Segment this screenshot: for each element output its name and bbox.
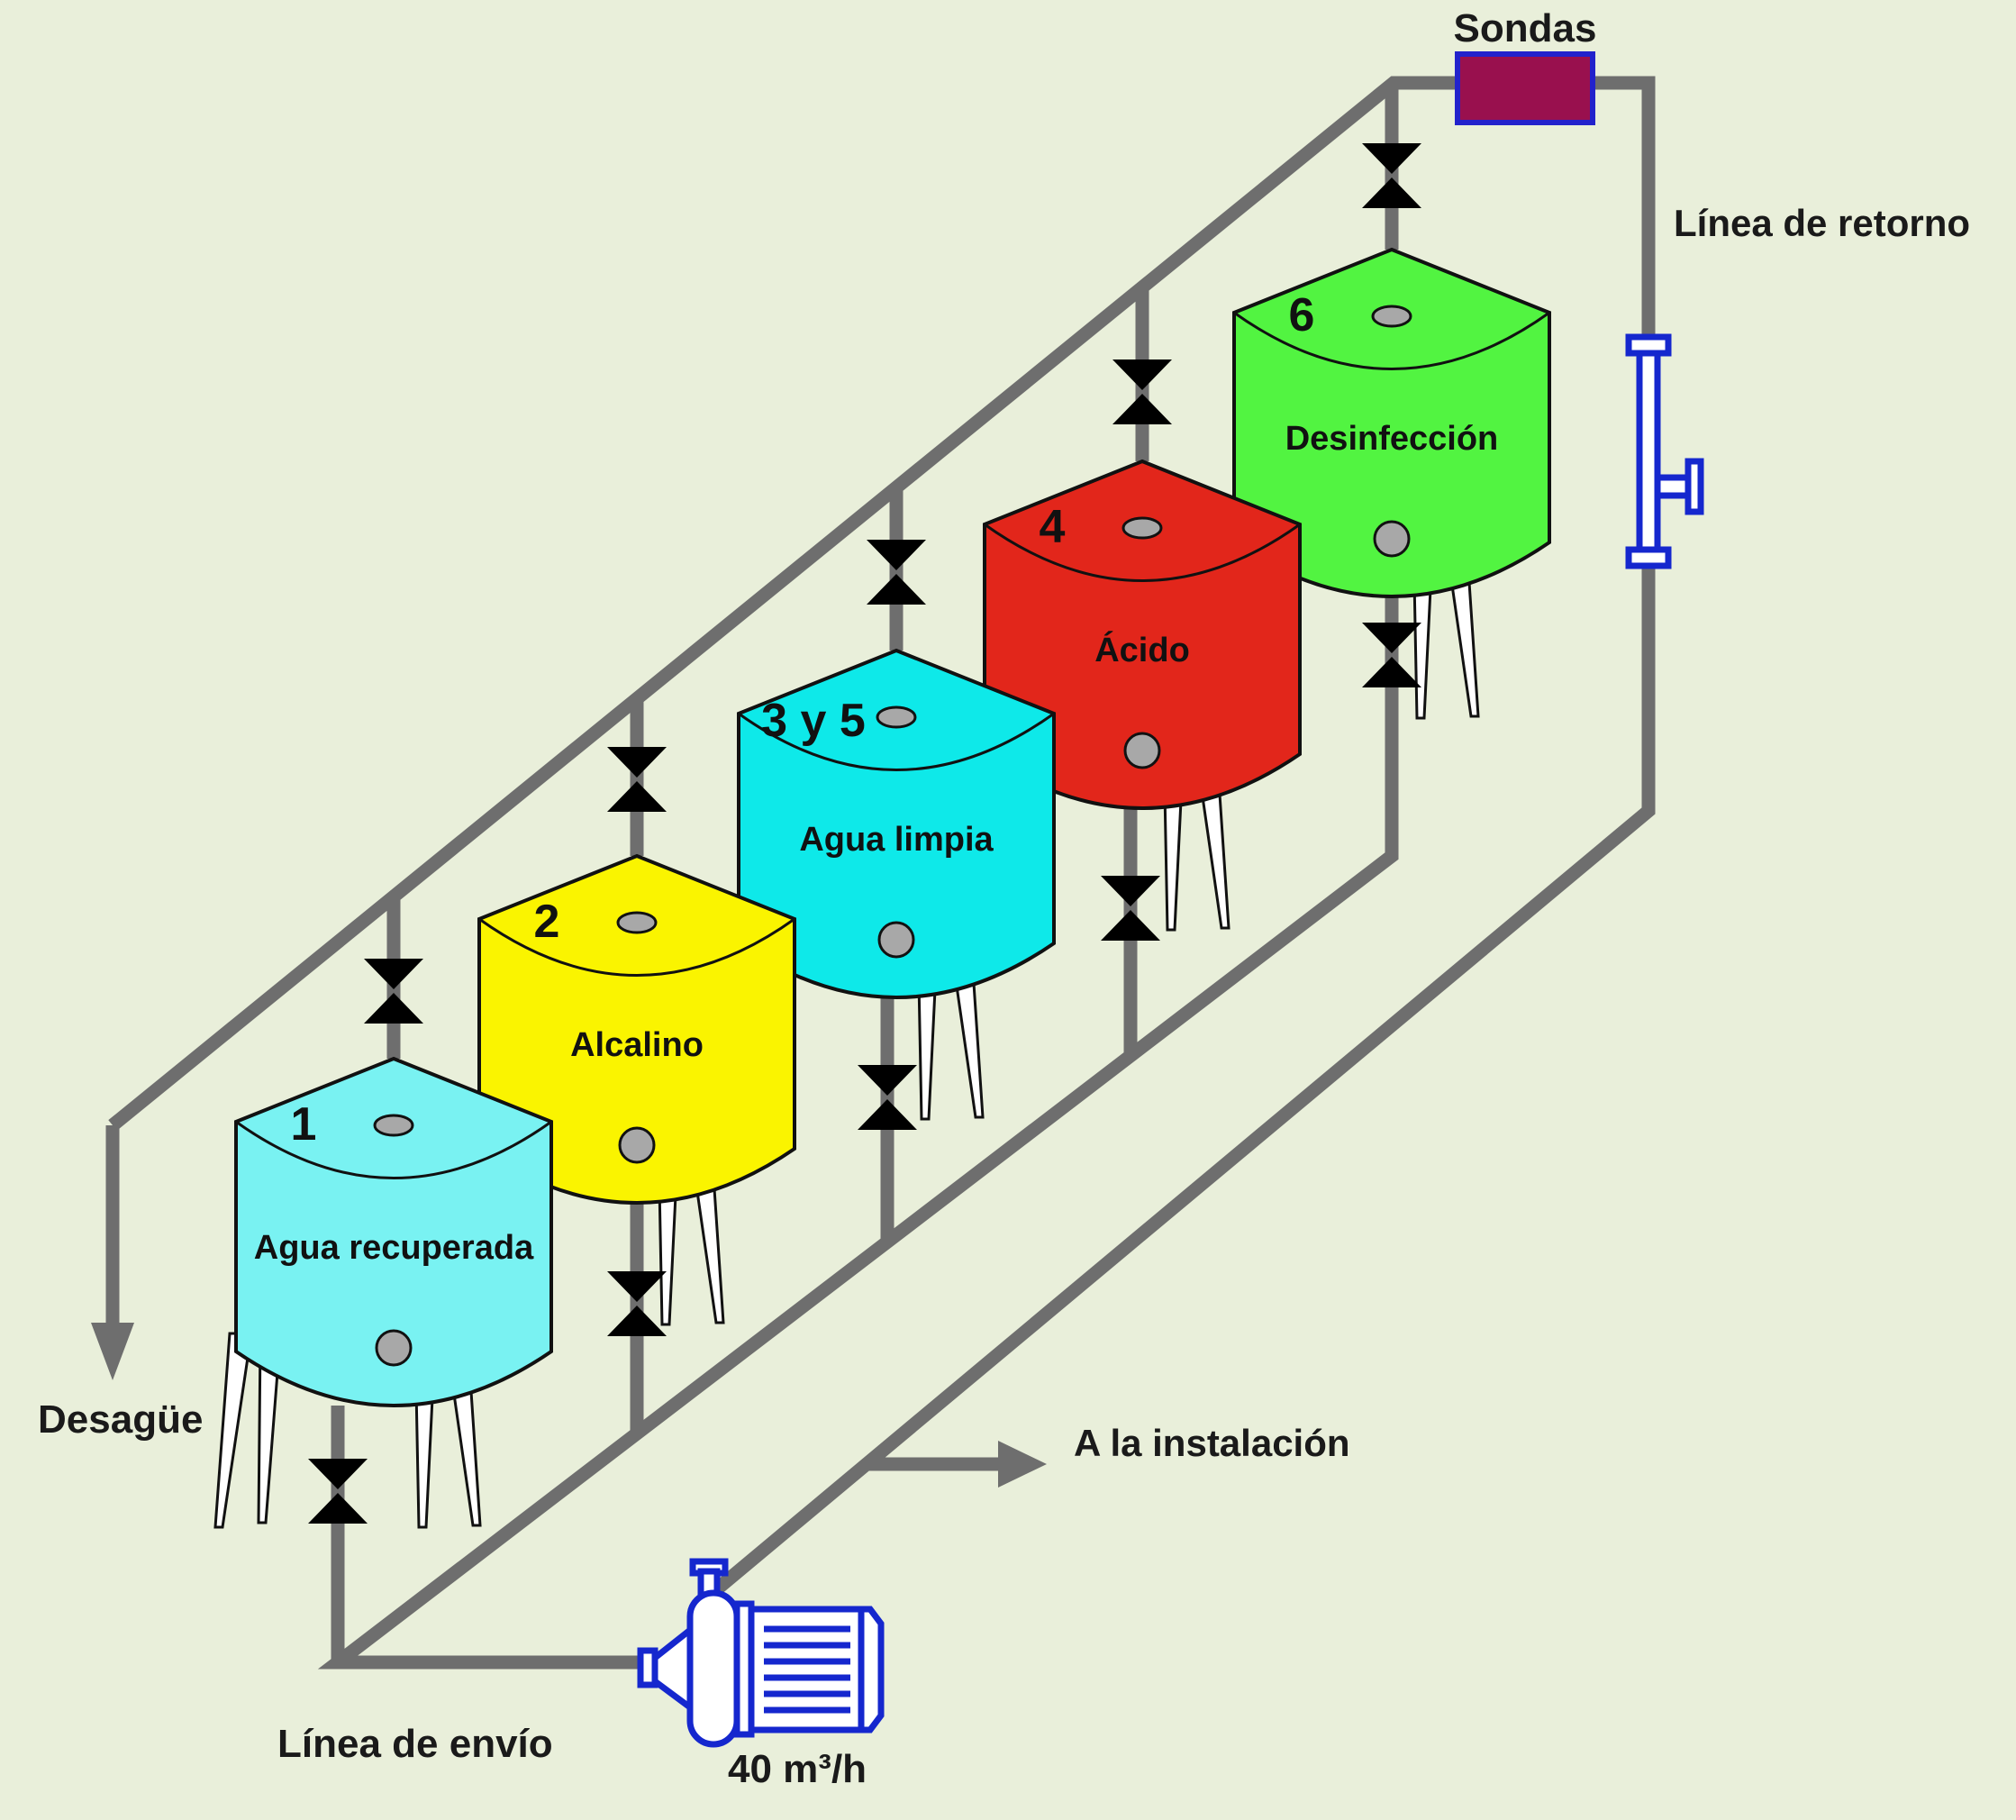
tank-number: 3 y 5 <box>761 695 866 747</box>
tank-label: Agua limpia <box>799 821 994 859</box>
manhole-icon <box>876 705 917 729</box>
manhole-icon <box>1122 516 1163 540</box>
valve-tank1-bottom-icon <box>308 1459 368 1524</box>
drain-arrow-icon <box>91 1323 134 1380</box>
valve-tank4-top-icon <box>1112 359 1172 424</box>
tank-top-rim <box>478 917 795 977</box>
valve-tank6-bottom-icon <box>1362 623 1421 687</box>
valve-tank3-bottom-icon <box>858 1065 917 1130</box>
tank-top-rim <box>1233 311 1550 370</box>
suction-manifold-pipe <box>317 596 1399 1670</box>
tank-port-icon <box>1123 732 1161 769</box>
valve-tank6-top-icon <box>1362 143 1421 208</box>
send-line-label: Línea de envío <box>277 1722 553 1766</box>
tank-label: Agua recuperada <box>254 1229 534 1267</box>
tank-label: Desinfección <box>1285 420 1499 458</box>
manhole-icon <box>616 911 658 934</box>
valve-tank2-top-icon <box>607 747 667 812</box>
valve-tank1-top-icon <box>364 959 423 1024</box>
tank-top-rim <box>738 712 1055 771</box>
tank-label: Alcalino <box>570 1026 704 1064</box>
tank-port-icon <box>618 1126 656 1164</box>
pump-flow-rate-label: 40 m³/h <box>728 1747 867 1791</box>
tank-number: 6 <box>1289 289 1315 341</box>
tank-number: 4 <box>1040 501 1066 553</box>
pump-icon <box>637 1558 885 1748</box>
tank-body <box>234 1056 553 1407</box>
valves <box>308 143 1421 1524</box>
drain-label: Desagüe <box>38 1397 203 1442</box>
tank-number: 2 <box>534 896 560 948</box>
tank-2-alcalino: 2 Alcalino <box>457 853 796 1326</box>
manhole-icon <box>1371 305 1412 328</box>
tank-top-rim <box>235 1120 552 1179</box>
to-installation-label: A la instalación <box>1074 1422 1350 1464</box>
return-line-fitting-icon <box>1625 333 1704 569</box>
return-manifold-pipe <box>108 76 1656 1602</box>
tank-port-icon <box>375 1329 413 1367</box>
valve-tank3-top-icon <box>867 540 926 605</box>
tank-number: 1 <box>291 1098 317 1151</box>
valve-tank2-bottom-icon <box>607 1271 667 1336</box>
to-installation-arrow-icon <box>998 1441 1047 1488</box>
tank-port-icon <box>1373 520 1411 558</box>
probes-label: Sondas <box>1454 6 1597 50</box>
return-line-label: Línea de retorno <box>1674 202 1970 244</box>
tank-port-icon <box>877 921 915 959</box>
tank-top-rim <box>984 523 1301 582</box>
probes-box <box>1455 51 1595 125</box>
tank-1-agua-recuperada: 1 Agua recuperada <box>213 1056 553 1529</box>
tank-label: Ácido <box>1094 630 1190 669</box>
manhole-icon <box>373 1114 414 1137</box>
valve-tank4-bottom-icon <box>1101 876 1160 941</box>
